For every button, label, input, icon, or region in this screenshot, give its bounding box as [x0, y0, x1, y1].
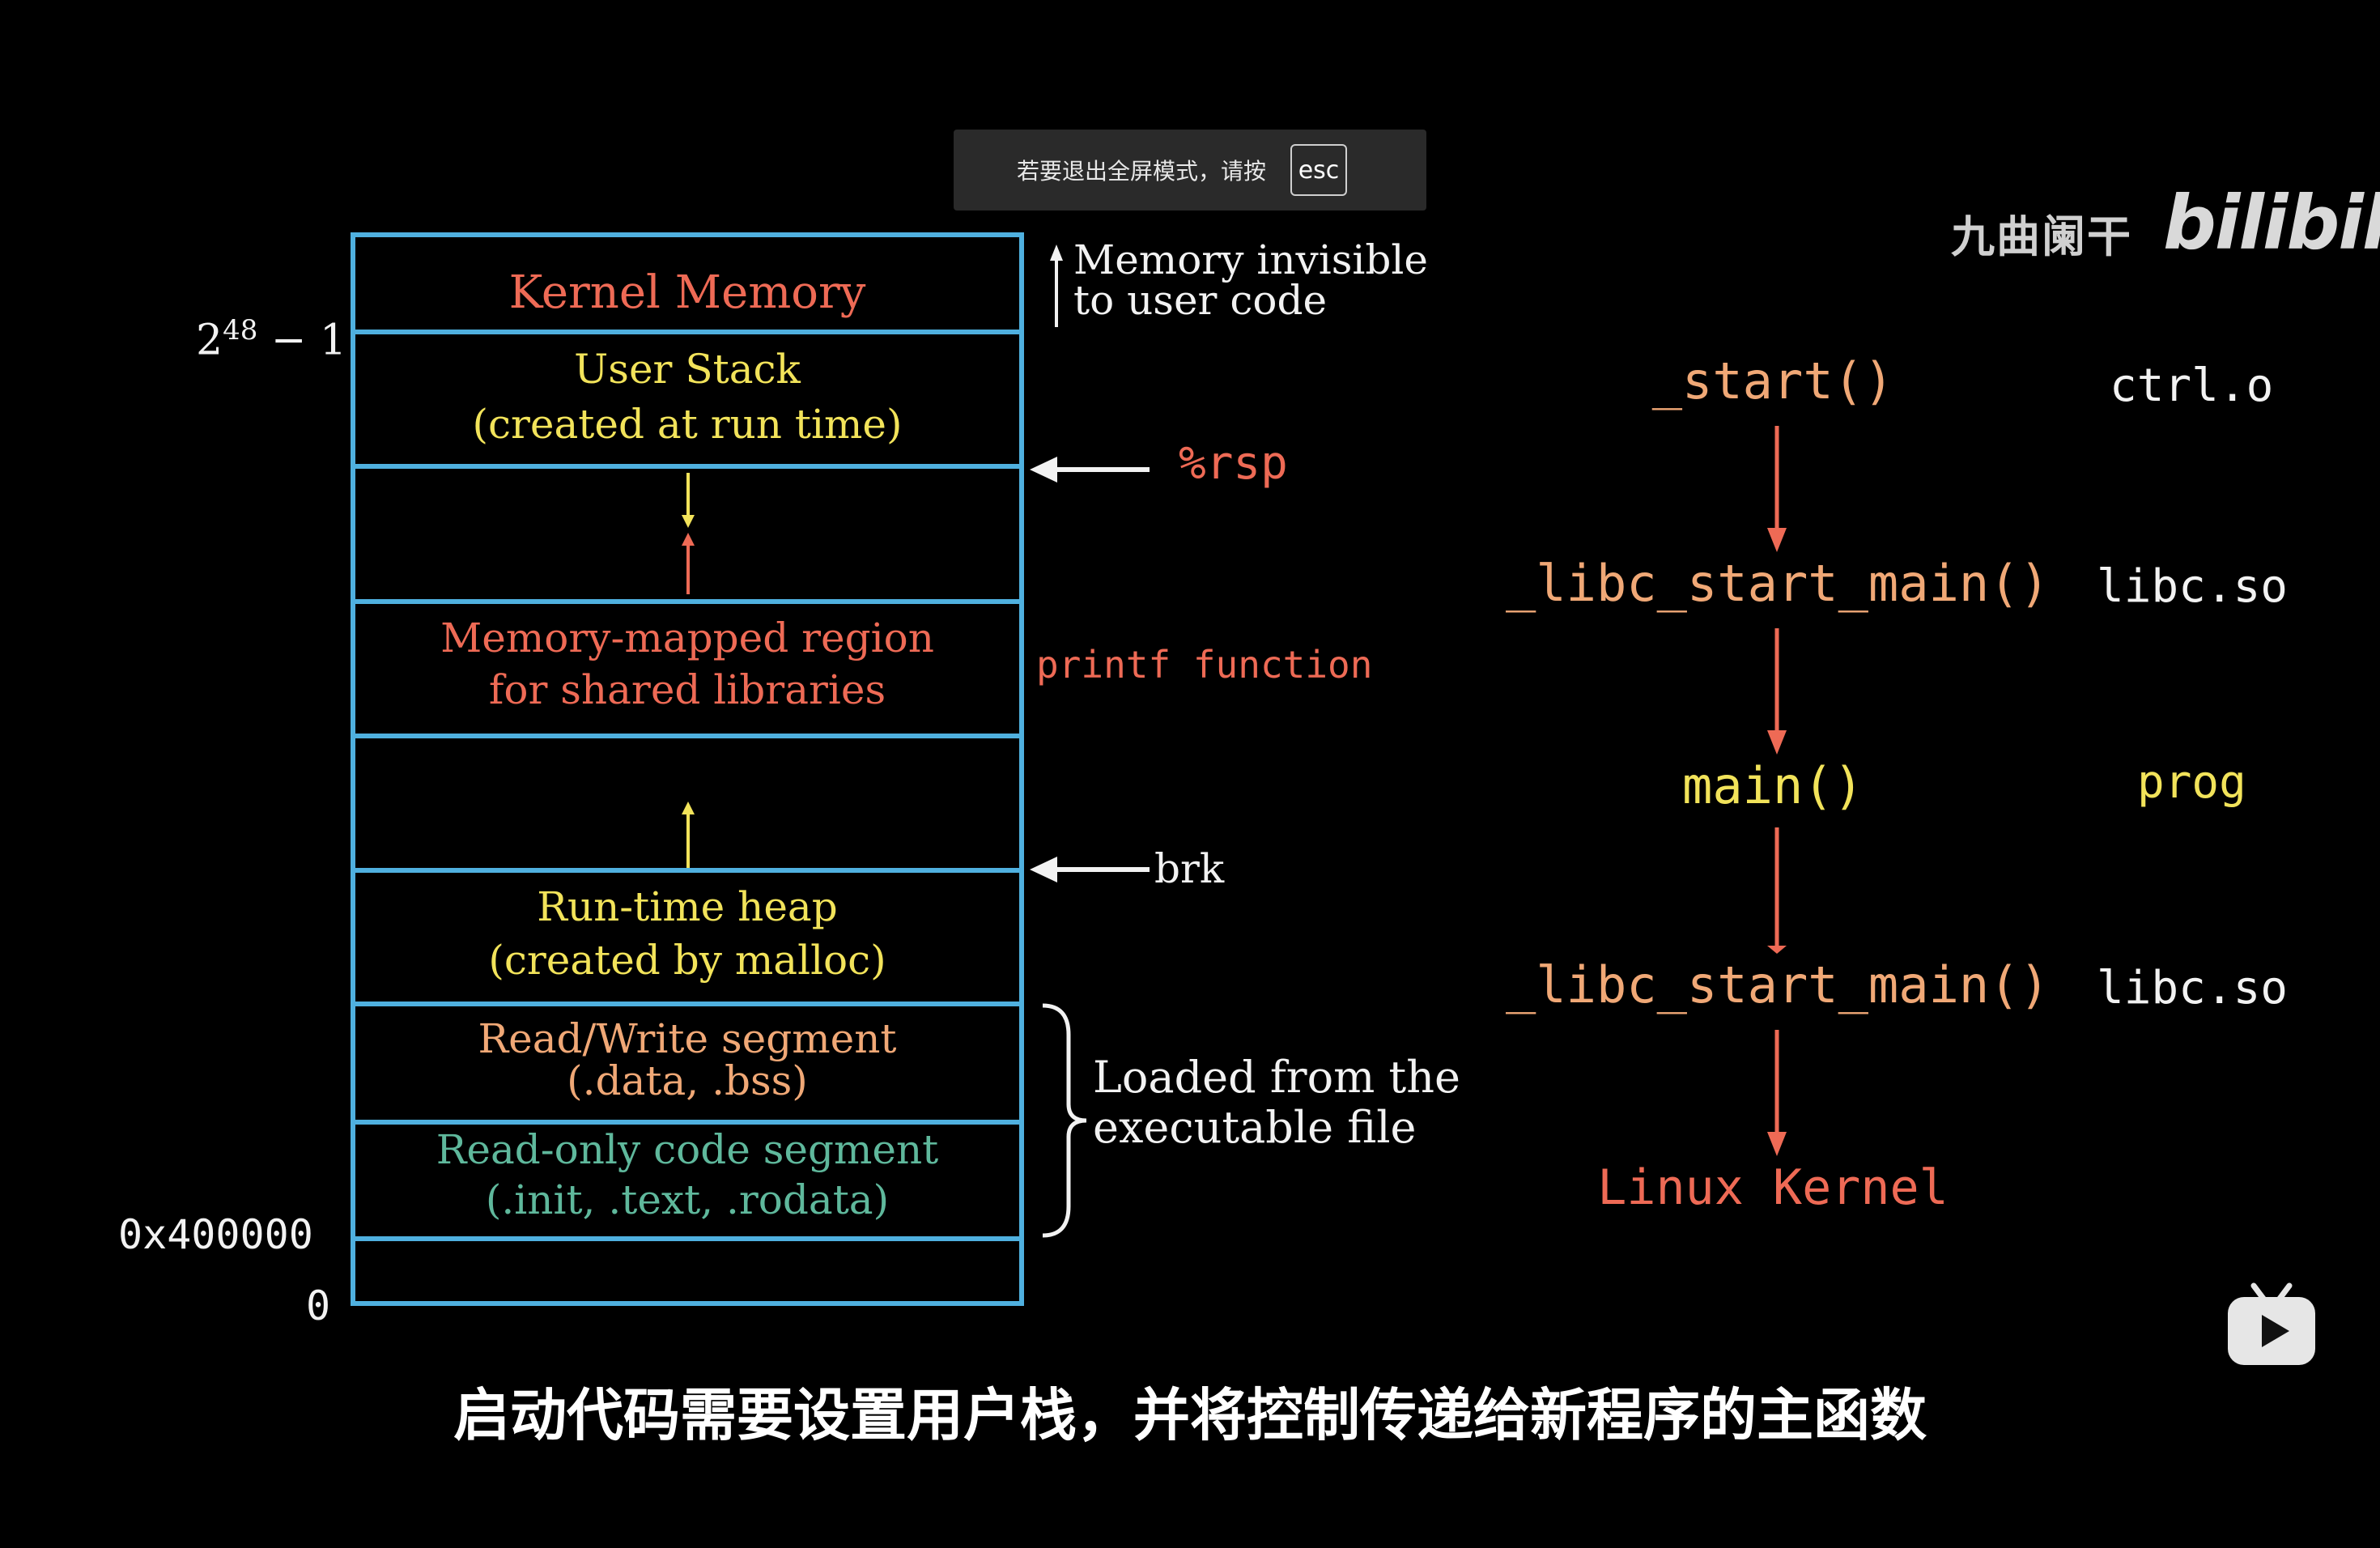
divider — [351, 464, 1024, 469]
mmap-label: Memory-mapped region — [440, 615, 934, 661]
heap-sublabel: (created by malloc) — [488, 937, 886, 984]
chain-fn-libc-start-2: _libc_start_main() — [1506, 955, 2050, 1014]
invisible-note: Memory invisible to user code — [1073, 236, 1429, 324]
chain-fn-main: main() — [1682, 756, 1864, 815]
zero-address: 0 — [306, 1282, 331, 1329]
mmap-sublabel: for shared libraries — [488, 666, 886, 713]
stack-heap-arrows — [682, 473, 695, 594]
divider — [351, 1002, 1024, 1006]
chain-lib-ctrl: ctrl.o — [2110, 359, 2274, 412]
fullscreen-toast — [954, 130, 1426, 211]
heap-label: Run-time heap — [537, 883, 838, 930]
divider — [351, 868, 1024, 873]
brk-arrow — [1030, 857, 1150, 882]
divider — [351, 330, 1024, 334]
divider — [351, 734, 1024, 738]
chain-lib-libc-1: libc.so — [2097, 560, 2289, 613]
chain-fn-start: _start() — [1651, 351, 1894, 410]
chain-fn-libc-start-1: _libc_start_main() — [1506, 554, 2050, 613]
divider — [351, 599, 1024, 604]
chain-lib-libc-2: libc.so — [2097, 962, 2289, 1014]
ro-segment-label: Read-only code segment — [436, 1126, 939, 1173]
brk-label: brk — [1154, 845, 1225, 892]
heap-growth-arrow — [682, 802, 695, 868]
chain-arrow-3 — [1767, 827, 1787, 954]
rsp-arrow — [1030, 457, 1150, 483]
play-icon[interactable] — [2225, 1279, 2318, 1368]
bilibili-logo: bilibili — [2163, 180, 2380, 266]
chain-lib-prog: prog — [2137, 756, 2246, 809]
rw-segment-label: Read/Write segment — [478, 1015, 897, 1062]
divider — [351, 1236, 1024, 1241]
ro-segment-sublabel: (.init, .text, .rodata) — [485, 1176, 890, 1223]
esc-key-badge: esc — [1290, 144, 1347, 196]
top-address-label: 248 − 1 — [196, 314, 347, 365]
chain-linux-kernel: Linux Kernel — [1597, 1159, 1949, 1216]
printf-label: printf function — [1036, 643, 1373, 687]
kernel-memory-label: Kernel Memory — [508, 266, 866, 319]
video-subtitle: 启动代码需要设置用户栈，并将控制传递给新程序的主函数 — [453, 1382, 1927, 1448]
divider — [351, 1120, 1024, 1125]
memory-layout-box — [351, 232, 1024, 1306]
user-stack-sublabel: (created at run time) — [472, 401, 903, 448]
rw-segment-sublabel: (.data, .bss) — [567, 1057, 808, 1104]
chain-arrow-4 — [1767, 1030, 1787, 1156]
channel-watermark: 九曲阑干 — [1951, 211, 2132, 262]
invisible-up-arrow — [1050, 245, 1063, 327]
loaded-note: Loaded from the executable file — [1093, 1052, 1460, 1153]
code-start-address: 0x400000 — [118, 1211, 313, 1258]
chain-arrow-1 — [1767, 426, 1787, 552]
user-stack-label: User Stack — [574, 346, 801, 393]
chain-arrow-2 — [1767, 628, 1787, 755]
rsp-label: %rsp — [1179, 437, 1288, 490]
toast-message: 若要退出全屏模式，请按 — [1017, 158, 1267, 185]
loaded-brace — [1042, 1003, 1087, 1238]
